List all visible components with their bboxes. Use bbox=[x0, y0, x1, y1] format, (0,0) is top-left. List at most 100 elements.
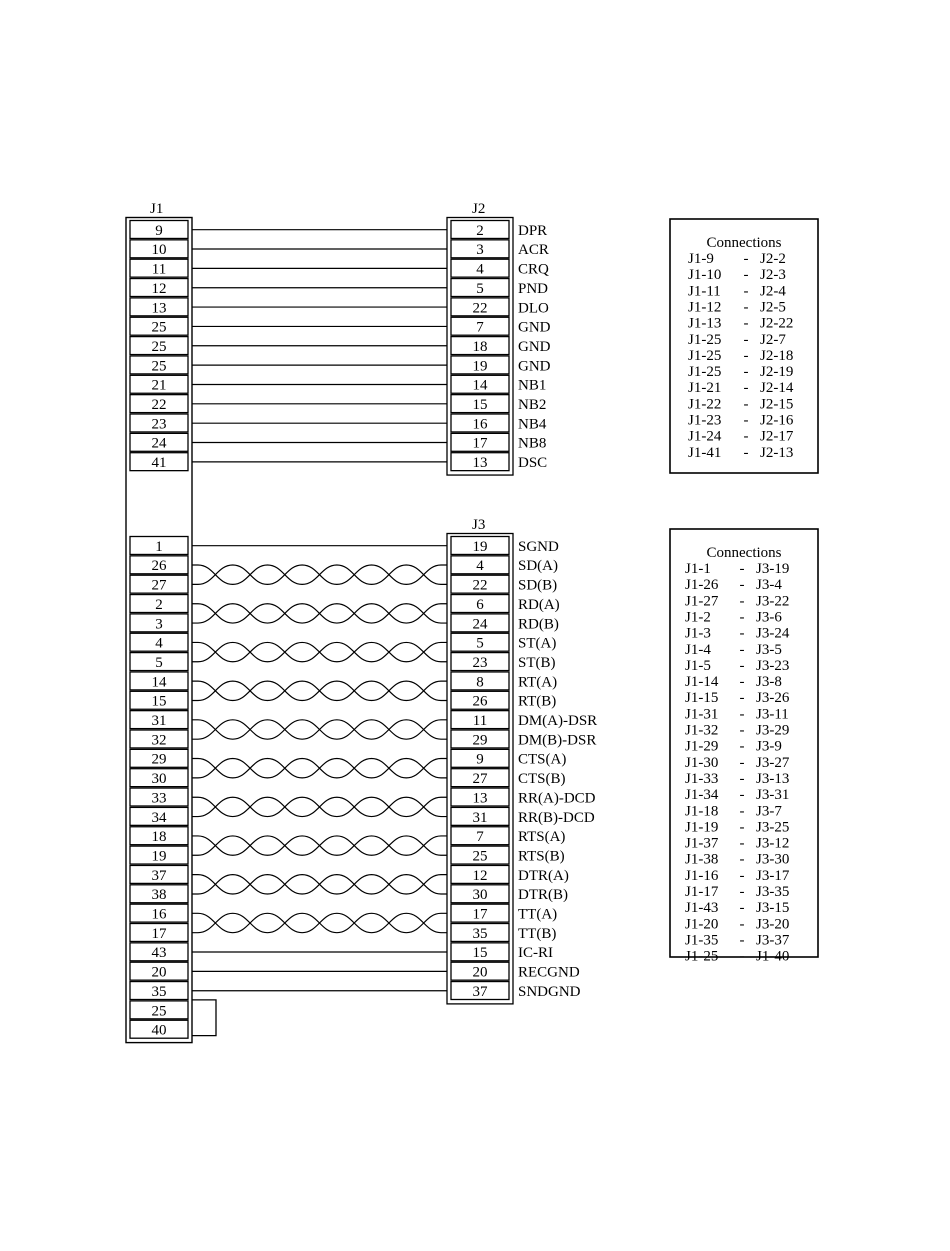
j3-pin-number: 27 bbox=[473, 771, 489, 787]
connection-separator: - bbox=[744, 251, 749, 267]
j2-signal-label: PND bbox=[518, 281, 548, 297]
j3-signal-label: SNDGND bbox=[518, 984, 581, 1000]
j1-pin-number: 4 bbox=[155, 636, 163, 652]
connection-to: J2-18 bbox=[760, 348, 793, 364]
j2-signal-label: NB1 bbox=[518, 378, 546, 394]
connection-from: J1-10 bbox=[688, 267, 721, 283]
j3-signal-label: SD(B) bbox=[518, 578, 557, 594]
connection-to: J2-15 bbox=[760, 396, 793, 412]
connection-from: J1-37 bbox=[685, 836, 719, 852]
j1-pin-cell bbox=[129, 613, 189, 633]
j3-pin-cell bbox=[450, 826, 510, 846]
connection-to: J3-9 bbox=[756, 739, 782, 755]
connection-separator: - bbox=[740, 674, 745, 690]
j3-signal-label: DM(A)-DSR bbox=[518, 713, 597, 729]
j3-pin-cell bbox=[450, 671, 510, 691]
connection-to: J3-8 bbox=[756, 674, 782, 690]
twisted-pair-wire bbox=[192, 564, 447, 585]
connection-from: J1-25 bbox=[688, 332, 721, 348]
connection-separator: - bbox=[744, 364, 749, 380]
j1-pin-number: 29 bbox=[152, 752, 167, 768]
j2-pin-cell bbox=[450, 316, 510, 336]
j1-pin-cell bbox=[129, 535, 189, 556]
connection-from: J1-31 bbox=[685, 706, 718, 722]
j2-signal-label: NB2 bbox=[518, 397, 546, 413]
connection-to: J3-15 bbox=[756, 900, 789, 916]
j2-pin-cell bbox=[450, 239, 510, 259]
j3-pin-cell bbox=[450, 593, 510, 614]
j1-label: J1 bbox=[150, 201, 163, 217]
j3-pin-number: 6 bbox=[476, 597, 484, 613]
j2-signal-label: ACR bbox=[518, 242, 549, 258]
connection-from: J1-2 bbox=[685, 609, 711, 625]
connection-separator: - bbox=[740, 771, 745, 787]
wires bbox=[192, 229, 447, 992]
j1-pin-number: 34 bbox=[152, 810, 168, 826]
connection-separator: - bbox=[740, 658, 745, 674]
connection-to: J2-3 bbox=[760, 267, 786, 283]
connection-separator: - bbox=[740, 884, 745, 900]
j1-pin-cell bbox=[129, 826, 189, 846]
connection-to: J3-31 bbox=[756, 787, 789, 803]
j3-pin-cell bbox=[450, 903, 510, 923]
j1-pin-cell bbox=[129, 806, 189, 827]
j2-signal-label: CRQ bbox=[518, 262, 549, 278]
twisted-pair-wire bbox=[192, 796, 447, 818]
j3-signal-label: DTR(B) bbox=[518, 887, 568, 903]
j3-pin-number: 4 bbox=[476, 558, 484, 574]
j3-pin-number: 19 bbox=[473, 539, 488, 555]
j1-pin-cell bbox=[129, 1000, 189, 1020]
j2-pin-cell bbox=[450, 297, 510, 317]
connection-to: J2-14 bbox=[760, 380, 794, 396]
j3-pin-number: 15 bbox=[473, 945, 488, 961]
j1-pin-number: 20 bbox=[152, 965, 167, 981]
connection-from: J1-19 bbox=[685, 819, 718, 835]
connection-separator: - bbox=[740, 819, 745, 835]
j1-pin-cell bbox=[129, 297, 189, 317]
j3-pin-number: 29 bbox=[473, 732, 488, 748]
connection-from: J1-4 bbox=[685, 642, 711, 658]
connection-separator: - bbox=[744, 348, 749, 364]
j2-pin-cell bbox=[450, 258, 510, 278]
j3-pin-cell bbox=[450, 651, 510, 672]
j1-pin-number: 14 bbox=[152, 674, 168, 690]
j1-pin-cell bbox=[129, 710, 189, 730]
connection-separator: - bbox=[740, 900, 745, 916]
twisted-pair-wire bbox=[192, 641, 447, 663]
j2-pin-number: 2 bbox=[476, 223, 484, 239]
connection-separator: - bbox=[740, 916, 745, 932]
connection-to: J2-19 bbox=[760, 364, 793, 380]
connection-separator: - bbox=[740, 787, 745, 803]
j3-signal-label: DM(B)-DSR bbox=[518, 732, 596, 748]
j1-pin-number: 2 bbox=[155, 597, 163, 613]
j1-pin-number: 32 bbox=[152, 732, 167, 748]
connection-to: J3-20 bbox=[756, 916, 789, 932]
connection-to: J2-2 bbox=[760, 251, 786, 267]
j3-pin-number: 31 bbox=[473, 810, 488, 826]
connection-from: J1-9 bbox=[688, 251, 714, 267]
j2-pin-cell bbox=[450, 452, 510, 472]
j3-pin-number: 8 bbox=[476, 674, 484, 690]
j3-pin-number: 20 bbox=[473, 965, 488, 981]
j3-pin-cell bbox=[450, 729, 510, 749]
twisted-pair-wire bbox=[192, 912, 447, 934]
j3-pin-cell bbox=[450, 942, 510, 962]
connection-separator: - bbox=[740, 739, 745, 755]
j3-pin-number: 37 bbox=[473, 984, 489, 1000]
j3-label: J3 bbox=[472, 517, 485, 533]
connection-from: J1-27 bbox=[685, 593, 719, 609]
j1-pin-cell bbox=[129, 452, 189, 472]
connection-to: J3-30 bbox=[756, 852, 789, 868]
connection-to: J3-7 bbox=[756, 803, 782, 819]
j3-signal-label: RR(A)-DCD bbox=[518, 790, 596, 806]
connection-from: J1-32 bbox=[685, 723, 718, 739]
j3-pin-cell bbox=[450, 806, 510, 827]
j3-pin-number: 22 bbox=[473, 578, 488, 594]
connection-separator: - bbox=[740, 609, 745, 625]
j1-pin-number: 31 bbox=[152, 713, 167, 729]
j1-pin-cell bbox=[129, 355, 189, 375]
connection-to: J2-13 bbox=[760, 445, 793, 461]
j2-pin-number: 7 bbox=[476, 320, 484, 336]
twisted-pair-wire bbox=[192, 719, 447, 740]
j1-loopback-jumper bbox=[192, 999, 217, 1037]
